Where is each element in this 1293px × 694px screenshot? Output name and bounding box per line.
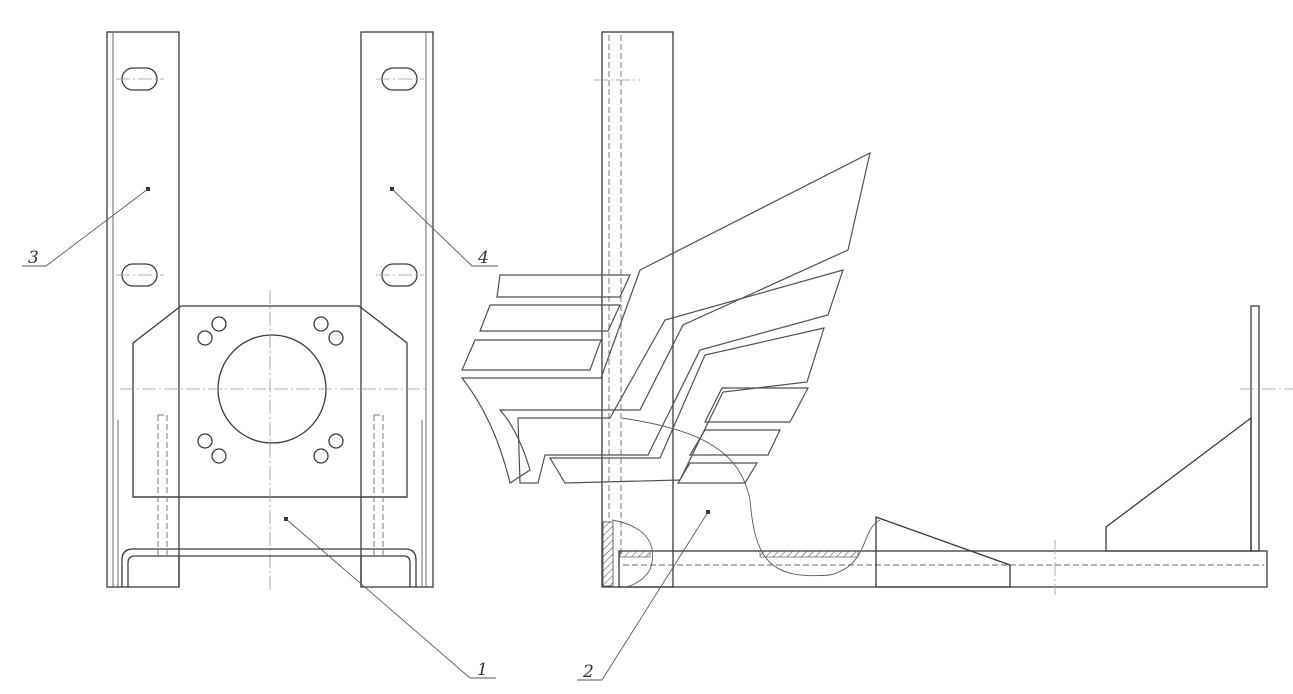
callout-label-1: 1 — [477, 660, 488, 680]
vertical-post — [601, 31, 674, 588]
bolt-holes — [197, 316, 344, 464]
watermark-logo — [460, 151, 871, 484]
right-upright — [360, 31, 434, 588]
callout-3: 3 — [22, 187, 150, 268]
bottom-channel — [121, 548, 417, 587]
callout-2: 2 — [577, 510, 710, 682]
rear-rib — [1105, 416, 1252, 552]
callout-label-2: 2 — [582, 662, 594, 682]
left-upright — [106, 31, 180, 588]
base-plate — [618, 550, 1268, 588]
callout-4: 4 — [390, 187, 498, 268]
callout-label-4: 4 — [477, 248, 489, 268]
side-view — [594, 31, 1293, 595]
callout-label-3: 3 — [28, 248, 39, 268]
rear-upright — [1250, 305, 1260, 552]
front-view — [106, 31, 434, 590]
gusset — [875, 516, 1011, 588]
callout-1: 1 — [284, 517, 496, 680]
